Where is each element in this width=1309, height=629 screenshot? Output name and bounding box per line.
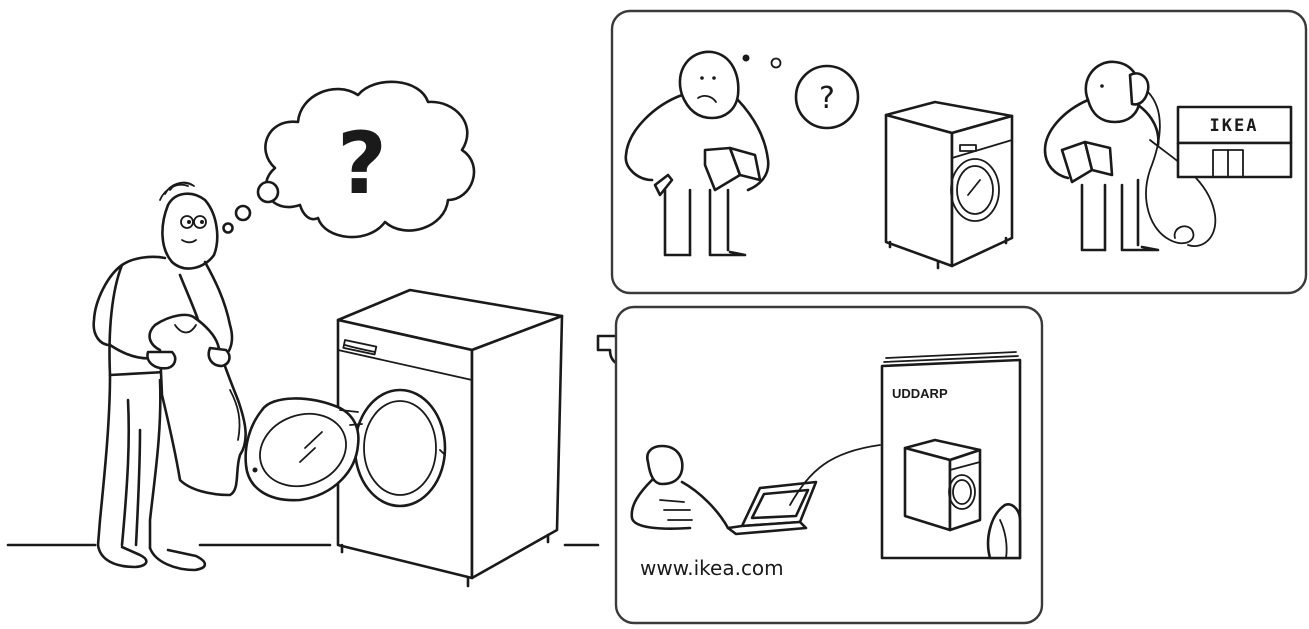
question-mark-icon: ? — [819, 81, 835, 116]
website-url: www.ikea.com — [640, 556, 784, 580]
question-mark-icon: ? — [337, 114, 387, 214]
help-thought: ? — [742, 54, 860, 130]
phoning-man — [1043, 60, 1217, 252]
manual-title: UDDARP — [892, 386, 948, 401]
washing-machine — [244, 288, 564, 588]
user-manual: UDDARP — [880, 351, 1022, 560]
washing-machine-small — [884, 100, 1014, 270]
store-sign: IKEA — [1210, 116, 1259, 136]
confused-man — [92, 181, 247, 572]
reading-man — [624, 50, 770, 257]
laptop-user — [630, 444, 881, 536]
ikea-store: IKEA — [1176, 105, 1293, 179]
thought-bubble: ? — [222, 80, 476, 239]
